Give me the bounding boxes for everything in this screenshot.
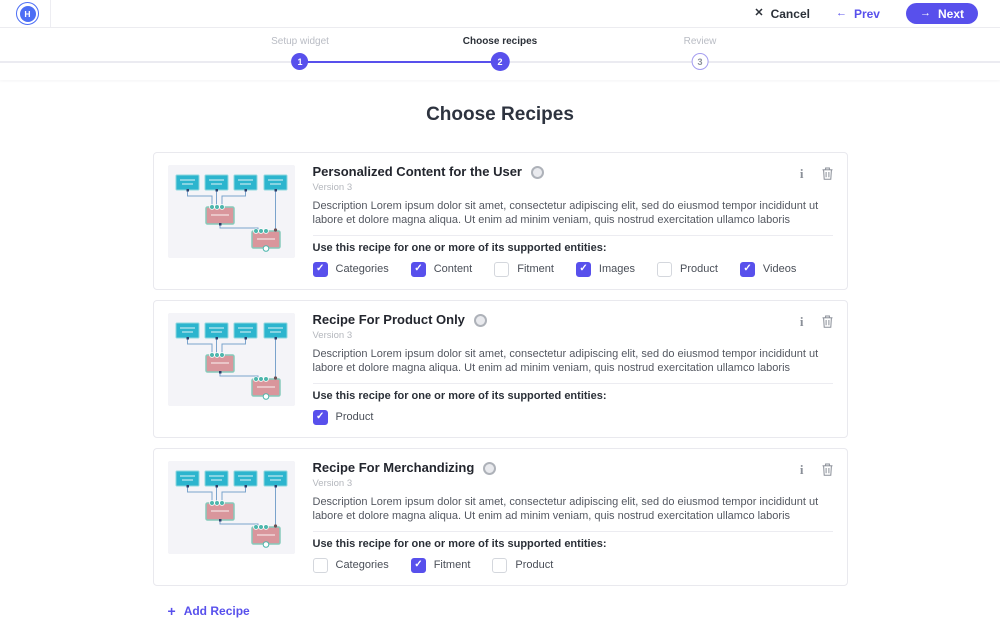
- checkbox-categories[interactable]: [312, 557, 328, 573]
- info-icon[interactable]: i: [799, 166, 804, 181]
- recipe-title: Personalized Content for the User: [312, 164, 522, 179]
- entity-option-fitment: Fitment: [494, 261, 554, 277]
- trash-icon[interactable]: [822, 315, 833, 328]
- recipe-title: Recipe For Merchandizing: [312, 459, 475, 475]
- stepper-track-complete: [300, 61, 500, 63]
- arrow-left-icon: ←: [835, 7, 847, 19]
- cancel-button[interactable]: ✕ Cancel: [754, 7, 810, 21]
- page-title: Choose Recipes: [426, 104, 574, 125]
- wizard-stepper: Setup widget 1 Choose recipes 2 Review 3: [0, 28, 1000, 80]
- checkbox-categories[interactable]: [312, 261, 328, 277]
- checkbox-images[interactable]: [575, 261, 591, 277]
- recipe-card: Personalized Content for the User Versio…: [152, 152, 848, 290]
- checkbox-product[interactable]: [492, 557, 508, 573]
- header-divider: [50, 0, 51, 27]
- entity-option-product: Product: [312, 409, 373, 425]
- recipe-description: Description Lorem ipsum dolor sit amet, …: [312, 199, 819, 227]
- entity-option-videos: Videos: [739, 261, 796, 277]
- entity-option-categories: Categories: [312, 557, 389, 573]
- prev-button[interactable]: ← Prev: [836, 7, 880, 21]
- entities-label: Use this recipe for one or more of its s…: [312, 537, 607, 550]
- step-label: Setup widget: [271, 36, 329, 47]
- recipe-card-list: Personalized Content for the User Versio…: [152, 152, 848, 586]
- recipe-version: Version 3: [312, 181, 353, 193]
- step-number-badge: 1: [291, 53, 309, 70]
- entity-option-fitment: Fitment: [410, 557, 470, 573]
- arrow-right-icon: →: [919, 7, 931, 19]
- main-content: Choose Recipes: [0, 80, 1000, 618]
- app-logo-letter: H: [19, 5, 36, 22]
- checkbox-product[interactable]: [657, 261, 672, 277]
- header-actions: ✕ Cancel ← Prev → Next: [754, 3, 1000, 24]
- checkbox-fitment[interactable]: [410, 557, 426, 573]
- entity-checkbox-row: Product: [312, 409, 833, 425]
- recipe-version: Version 3: [312, 329, 353, 341]
- trash-icon[interactable]: [822, 463, 833, 476]
- plus-icon: +: [167, 602, 176, 619]
- recipe-flowchart-thumbnail: [167, 165, 295, 258]
- card-divider: [312, 382, 833, 384]
- checkbox-product[interactable]: [312, 409, 328, 425]
- next-button[interactable]: → Next: [905, 3, 978, 24]
- close-icon: ✕: [754, 7, 764, 19]
- entity-option-product: Product: [492, 557, 553, 573]
- status-circle-icon: [530, 165, 544, 179]
- recipe-version: Version 3: [312, 477, 353, 489]
- step-label: Review: [683, 36, 717, 47]
- next-label: Next: [937, 6, 964, 21]
- trash-icon[interactable]: [822, 167, 833, 180]
- recipe-flowchart-thumbnail: [167, 460, 295, 554]
- entity-option-content: Content: [410, 261, 472, 277]
- checkbox-fitment[interactable]: [494, 261, 510, 277]
- entity-checkbox-row: Categories Content Fitment Images: [312, 261, 833, 277]
- cancel-label: Cancel: [770, 6, 810, 21]
- entity-checkbox-row: Categories Fitment Product: [312, 557, 833, 573]
- recipe-description: Description Lorem ipsum dolor sit amet, …: [312, 347, 819, 375]
- status-circle-icon: [473, 313, 487, 327]
- entities-label: Use this recipe for one or more of its s…: [312, 241, 607, 254]
- checkbox-content[interactable]: [410, 261, 426, 277]
- step-review[interactable]: Review 3: [683, 28, 717, 70]
- add-recipe-label: Add Recipe: [183, 603, 250, 618]
- checkbox-videos[interactable]: [739, 261, 755, 277]
- status-circle-icon: [483, 461, 497, 475]
- card-divider: [312, 530, 833, 532]
- prev-label: Prev: [853, 6, 880, 21]
- step-label: Choose recipes: [462, 36, 538, 47]
- entity-option-images: Images: [575, 261, 635, 277]
- recipe-card: Recipe For Merchandizing Version 3 i: [152, 447, 848, 586]
- info-icon[interactable]: i: [799, 313, 804, 329]
- entity-option-categories: Categories: [312, 261, 389, 277]
- top-bar: H ✕ Cancel ← Prev → Next: [0, 0, 1000, 28]
- entity-option-product: Product: [657, 261, 718, 277]
- step-choose-recipes[interactable]: Choose recipes 2: [463, 28, 537, 71]
- step-number-badge: 3: [691, 53, 709, 70]
- card-divider: [312, 234, 833, 236]
- step-setup-widget[interactable]: Setup widget 1: [271, 28, 329, 70]
- add-recipe-button[interactable]: + Add Recipe: [153, 604, 848, 618]
- recipe-title: Recipe For Product Only: [312, 311, 465, 327]
- info-icon[interactable]: i: [799, 461, 804, 477]
- entities-label: Use this recipe for one or more of its s…: [312, 389, 607, 402]
- recipe-flowchart-thumbnail: [167, 312, 295, 406]
- app-logo[interactable]: H: [16, 2, 39, 25]
- recipe-description: Description Lorem ipsum dolor sit amet, …: [312, 495, 819, 523]
- step-number-badge: 2: [490, 52, 510, 71]
- recipe-card: Recipe For Product Only Version 3 i: [152, 299, 848, 438]
